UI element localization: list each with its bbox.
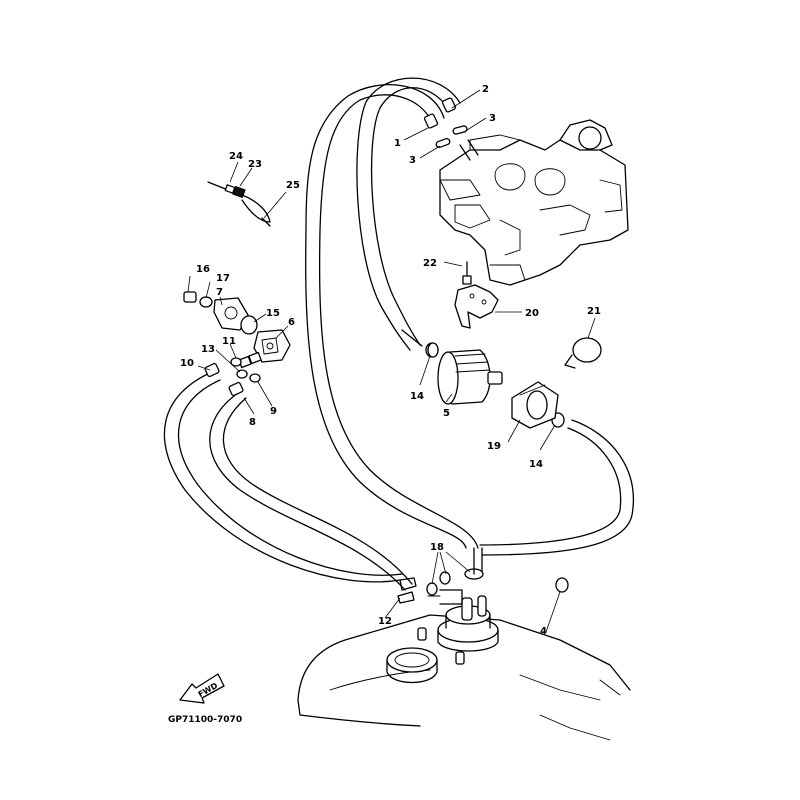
callout-11: 11 xyxy=(222,336,236,347)
callout-4: 4 xyxy=(540,626,547,637)
leader-lines xyxy=(187,89,596,633)
callout-3a: 3 xyxy=(489,113,496,124)
callout-18: 18 xyxy=(430,542,444,553)
forward-direction-arrow: FWD xyxy=(179,673,225,704)
small-clamps xyxy=(204,357,261,397)
callout-14a: 14 xyxy=(410,391,424,402)
clamp-21 xyxy=(564,337,602,369)
fuel-tank-unit xyxy=(426,547,499,652)
callout-8: 8 xyxy=(249,417,256,428)
callout-24: 24 xyxy=(229,151,243,162)
hose-clamps-3 xyxy=(423,97,468,149)
callout-17: 17 xyxy=(216,273,230,284)
callout-12: 12 xyxy=(378,616,392,627)
callout-22: 22 xyxy=(423,258,437,269)
callout-19: 19 xyxy=(487,441,501,452)
callout-16: 16 xyxy=(196,264,210,275)
callout-25: 25 xyxy=(286,180,300,191)
callout-21: 21 xyxy=(587,306,601,317)
callout-10: 10 xyxy=(180,358,194,369)
callout-6: 6 xyxy=(288,317,295,328)
callout-23: 23 xyxy=(248,159,262,170)
callout-5: 5 xyxy=(443,408,450,419)
callout-20: 20 xyxy=(525,308,539,319)
filter-mount-bracket xyxy=(454,261,499,329)
fuel-cock-assembly xyxy=(183,291,291,369)
fuel-hoses xyxy=(163,77,634,604)
callout-13: 13 xyxy=(201,344,215,355)
cable-tie xyxy=(207,181,271,227)
callout-9: 9 xyxy=(270,406,277,417)
callout-14b: 14 xyxy=(529,459,543,470)
callout-labels: 1 2 3 3 4 5 6 7 8 9 10 11 12 13 14 14 15… xyxy=(180,84,601,637)
clamp-4 xyxy=(555,577,569,593)
callout-15: 15 xyxy=(266,308,280,319)
callout-2: 2 xyxy=(482,84,489,95)
callout-7: 7 xyxy=(216,287,223,298)
callout-3b: 3 xyxy=(409,155,416,166)
callout-1: 1 xyxy=(394,138,401,149)
carburetor-assembly xyxy=(439,119,629,286)
filter-bracket xyxy=(511,381,559,429)
fuel-tank xyxy=(297,614,631,741)
diagram-code: GP71100-7070 xyxy=(168,715,242,725)
